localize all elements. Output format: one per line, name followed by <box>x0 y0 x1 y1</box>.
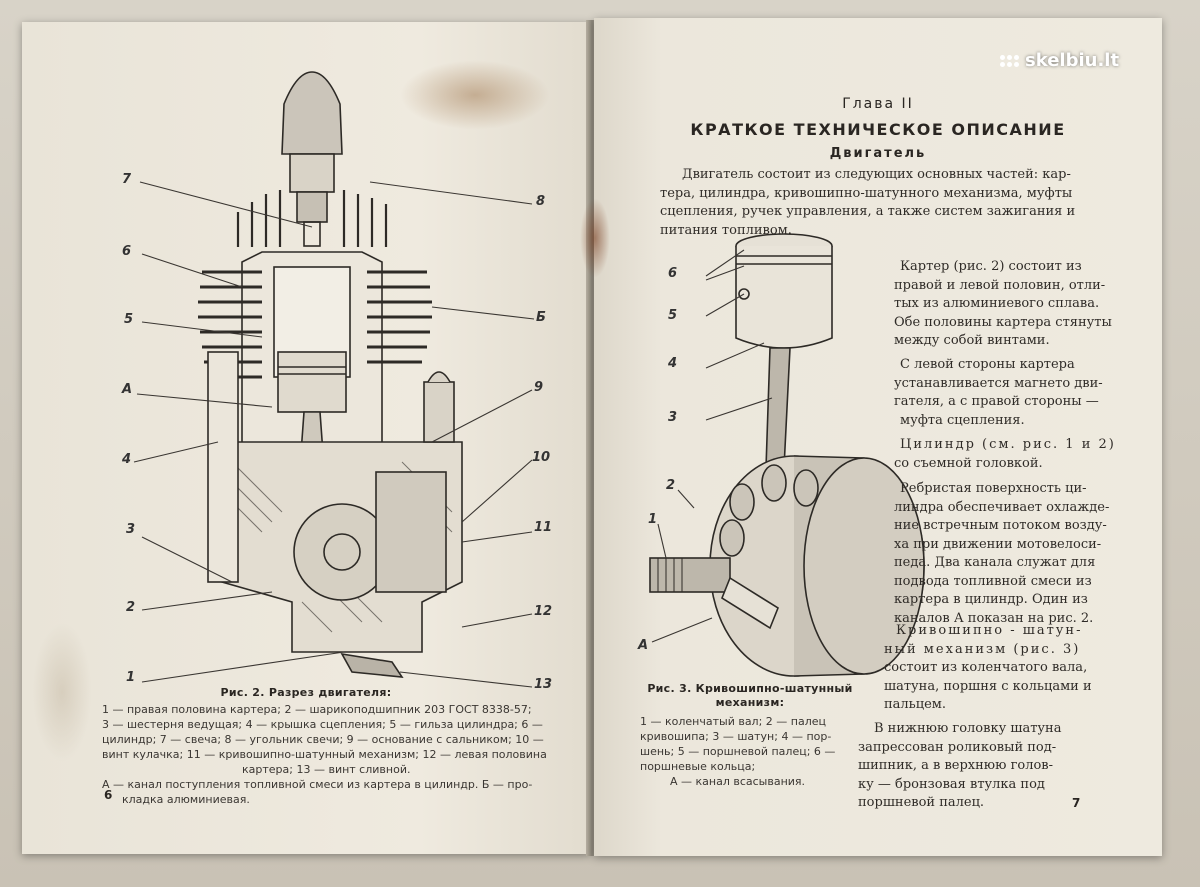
cylinder-paragraph: Цилиндр (см. рис. 1 и 2) со съемной голо… <box>894 437 1116 471</box>
figure-3-caption-title: Рис. 3. Кривошипно-шатунный механизм: <box>647 682 853 709</box>
figure-label: 5 <box>668 308 678 323</box>
subsection-title: Двигатель <box>829 146 927 161</box>
stain <box>580 198 610 278</box>
figure-label: 12 <box>534 604 553 619</box>
figure-label: 3 <box>126 522 136 537</box>
stain <box>400 60 550 130</box>
figure-2-caption-title: Рис. 2. Разрез двигателя: <box>220 686 392 699</box>
magneto-paragraph: С левой стороны картера устанавливается … <box>894 357 1103 428</box>
cooling-paragraph: Ребристая поверхность ци- линдра обеспеч… <box>894 481 1110 626</box>
left-page: 7 8 6 5 Б А 9 4 10 3 11 2 12 1 13 Рис. 2… <box>22 22 590 854</box>
figure-label: 13 <box>534 677 553 692</box>
chapter-heading: Глава II <box>842 96 914 112</box>
figure-label: 8 <box>536 194 546 209</box>
watermark: skelbiu.lt <box>1000 50 1119 71</box>
figure-label: А <box>122 382 133 397</box>
figure-label: 3 <box>668 410 678 425</box>
figure-label: Б <box>536 310 546 325</box>
figure-label: 4 <box>668 356 678 371</box>
engine-cross-section-figure <box>133 71 535 688</box>
figure-3-caption-text: 1 — коленчатый вал; 2 — палец кривошипа;… <box>640 715 836 788</box>
figure-label: 2 <box>666 478 676 493</box>
bearing-paragraph: В нижнюю головку шатуна запрессован роли… <box>858 721 1062 810</box>
figure-label: 5 <box>124 312 134 327</box>
skelbiu-logo-icon <box>1000 54 1019 67</box>
right-page: Глава II КРАТКОЕ ТЕХНИЧЕСКОЕ ОПИСАНИЕ Дв… <box>580 18 1162 856</box>
figure-label: 2 <box>126 600 136 615</box>
page-number: 7 <box>1072 796 1081 810</box>
crank-mechanism-paragraph: Кривошипно - шатун- ный механизм (рис. 3… <box>884 623 1092 712</box>
figure-2-caption-text: 1 — правая половина картера; 2 — шарикоп… <box>102 703 547 806</box>
stain <box>32 622 92 762</box>
figure-label: 1 <box>126 670 136 685</box>
crankcase-paragraph: Картер (рис. 2) состоит из правой и лево… <box>894 259 1112 348</box>
figure-label: 9 <box>534 380 544 395</box>
figure-label: 7 <box>122 172 132 187</box>
watermark-text: skelbiu.lt <box>1025 50 1120 71</box>
figure-label: 11 <box>534 520 553 535</box>
intro-paragraph: Двигатель состоит из следующих основных … <box>660 167 1076 238</box>
page-number: 6 <box>104 788 113 802</box>
figure-label: 10 <box>532 450 551 465</box>
figure-label: 1 <box>648 512 658 527</box>
figure-label: А <box>638 638 649 653</box>
section-title: КРАТКОЕ ТЕХНИЧЕСКОЕ ОПИСАНИЕ <box>690 120 1066 139</box>
crank-mechanism-figure <box>649 233 925 677</box>
figure-label: 6 <box>122 244 132 259</box>
figure-label: 4 <box>122 452 132 467</box>
figure-label: 6 <box>668 266 678 281</box>
